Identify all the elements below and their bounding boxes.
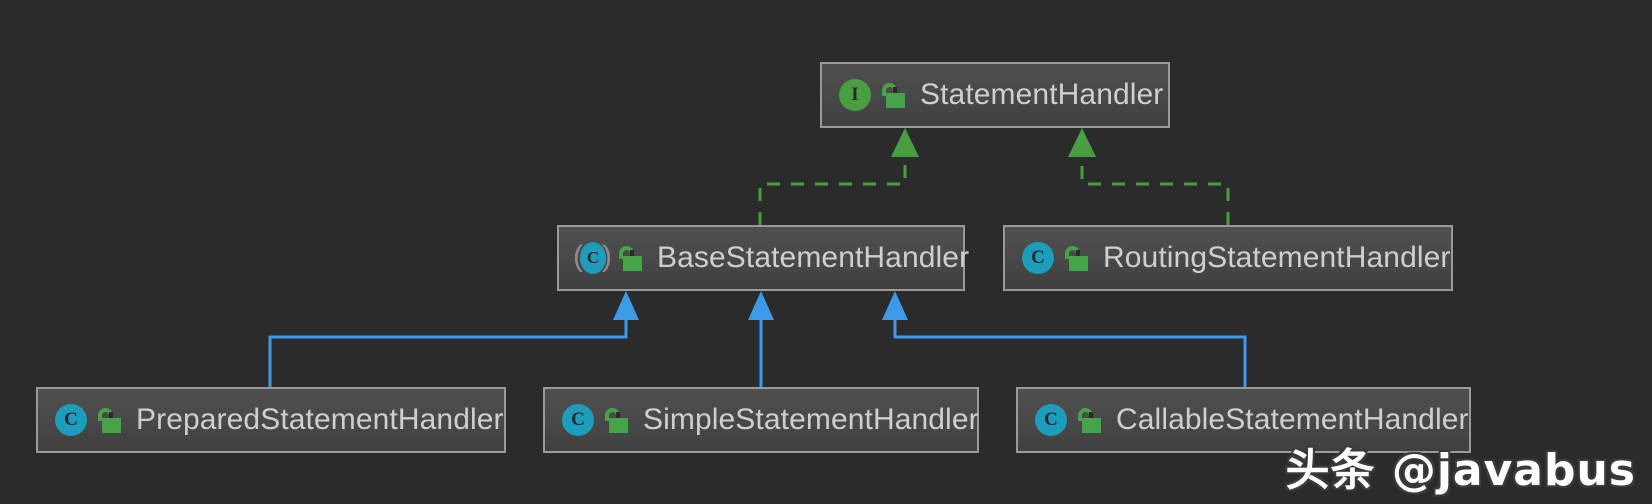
node-routing-statement-handler[interactable]: C RoutingStatementHandler — [1003, 225, 1453, 291]
interface-icon: I — [838, 78, 872, 112]
edge-realize-routing — [1068, 128, 1230, 225]
node-label: SimpleStatementHandler — [643, 403, 979, 436]
class-icon: C — [1034, 403, 1068, 437]
node-simple-statement-handler[interactable]: C SimpleStatementHandler — [543, 387, 979, 453]
edge-extend-callable — [882, 291, 1247, 387]
edge-realize-base — [758, 128, 919, 225]
node-label: CallableStatementHandler — [1116, 403, 1469, 436]
node-base-statement-handler[interactable]: ( C ) BaseStatementHandler — [557, 225, 969, 291]
node-label: StatementHandler — [920, 78, 1164, 111]
node-label: PreparedStatementHandler — [136, 403, 504, 436]
class-icon: C — [561, 403, 595, 437]
edge-extend-simple — [748, 291, 774, 387]
class-icon: C — [54, 403, 88, 437]
node-callable-statement-handler[interactable]: C CallableStatementHandler — [1016, 387, 1471, 453]
unlocked-padlock-icon — [882, 81, 906, 109]
unlocked-padlock-icon — [605, 406, 629, 434]
node-label: BaseStatementHandler — [657, 241, 970, 274]
node-statement-handler[interactable]: I StatementHandler — [820, 62, 1170, 128]
watermark: 头条 @javabus — [1285, 445, 1636, 496]
abstract-class-icon: ( C ) — [573, 242, 612, 274]
node-label: RoutingStatementHandler — [1103, 241, 1451, 274]
unlocked-padlock-icon — [619, 244, 643, 272]
unlocked-padlock-icon — [1065, 244, 1089, 272]
edge-extend-prepared — [268, 291, 639, 387]
class-icon: C — [1021, 241, 1055, 275]
node-prepared-statement-handler[interactable]: C PreparedStatementHandler — [36, 387, 506, 453]
unlocked-padlock-icon — [98, 406, 122, 434]
unlocked-padlock-icon — [1078, 406, 1102, 434]
